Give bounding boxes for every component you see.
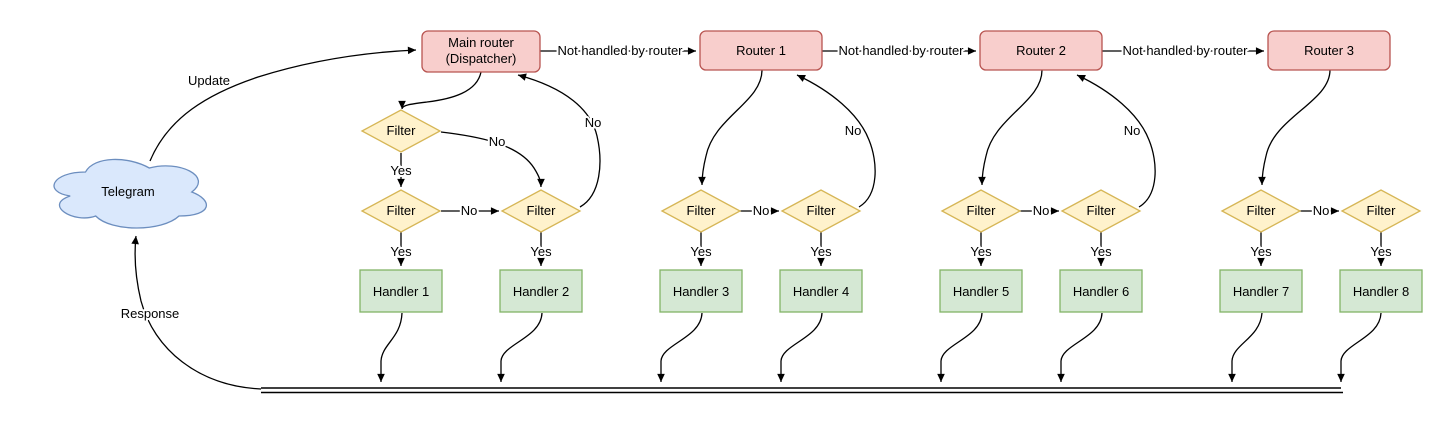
telegram-cloud	[53, 158, 208, 229]
edge-label-yes-9: Yes	[1370, 244, 1392, 259]
handler-8-node	[1339, 269, 1423, 313]
filter-3-label: Filter	[527, 203, 557, 218]
filter-node-5	[780, 189, 862, 233]
edge-handler7-bus	[1228, 312, 1263, 382]
edge-router2-filter6	[978, 69, 1043, 186]
edge-label-yes-5: Yes	[810, 244, 832, 259]
filter-7-label: Filter	[1087, 203, 1117, 218]
edges	[131, 46, 1385, 394]
main-router-label-line2: (Dispatcher)	[446, 51, 517, 66]
edge-response	[131, 235, 262, 390]
edge-label-no-4: No	[753, 203, 770, 218]
handler-1-label: Handler 1	[373, 284, 429, 299]
edge-router1-filter4	[698, 69, 763, 186]
router-3-label: Router 3	[1304, 43, 1354, 58]
handler-4-node	[779, 269, 863, 313]
router-2-label: Router 2	[1016, 43, 1066, 58]
handler-3-label: Handler 3	[673, 284, 729, 299]
filter-8-label: Filter	[1247, 203, 1277, 218]
filter-9-label: Filter	[1367, 203, 1397, 218]
edge-label-not-handled-2: Not handled by router	[838, 43, 964, 58]
edge-handler8-bus	[1337, 312, 1382, 382]
router-1-node	[699, 30, 823, 71]
filter-node-4	[660, 189, 742, 233]
edge-filter7-router2-no	[1076, 74, 1156, 208]
handler-8-label: Handler 8	[1353, 284, 1409, 299]
edge-label-not-handled-1: Not handled by router	[557, 43, 683, 58]
labels: Telegram Main router (Dispatcher) Router…	[101, 35, 1409, 323]
edge-label-no-1: No	[489, 134, 506, 149]
edge-label-yes-6: Yes	[970, 244, 992, 259]
edge-handler6-bus	[1057, 312, 1103, 382]
edge-label-no-3: No	[585, 115, 602, 130]
edge-label-yes-7: Yes	[1090, 244, 1112, 259]
router-3-node	[1267, 30, 1391, 71]
edge-label-no-7: No	[1124, 123, 1141, 138]
handler-2-label: Handler 2	[513, 284, 569, 299]
filter-4-label: Filter	[687, 203, 717, 218]
filter-node-2	[360, 189, 442, 233]
filter-node-6	[940, 189, 1022, 233]
handler-7-node	[1219, 269, 1303, 313]
edge-label-update: Update	[188, 73, 230, 88]
filter-2-label: Filter	[387, 203, 417, 218]
edge-handler4-bus	[777, 312, 823, 382]
edge-label-not-handled-3: Not handled by router	[1122, 43, 1248, 58]
handler-5-label: Handler 5	[953, 284, 1009, 299]
edge-label-yes-8: Yes	[1250, 244, 1272, 259]
telegram-label: Telegram	[101, 184, 154, 199]
main-router-node	[421, 30, 541, 73]
filter-1-label: Filter	[387, 123, 417, 138]
filter-node-8	[1220, 189, 1302, 233]
edge-label-response: Response	[121, 306, 180, 321]
edge-label-yes-4: Yes	[690, 244, 712, 259]
edge-filter3-dispatcher-no	[517, 73, 601, 208]
edge-handler3-bus	[657, 312, 703, 382]
handler-2-node	[499, 269, 583, 313]
edge-label-no-5: No	[845, 123, 862, 138]
edge-handler5-bus	[937, 312, 983, 382]
edge-label-yes-2: Yes	[390, 244, 412, 259]
handler-1-node	[359, 269, 443, 313]
nodes	[53, 30, 1423, 313]
handler-6-label: Handler 6	[1073, 284, 1129, 299]
edge-label-yes-1: Yes	[390, 163, 412, 178]
main-router-label-line1: Main router	[448, 35, 514, 50]
handler-4-label: Handler 4	[793, 284, 849, 299]
edge-label-no-2: No	[461, 203, 478, 218]
router-1-label: Router 1	[736, 43, 786, 58]
handler-3-node	[659, 269, 743, 313]
filter-node-3	[500, 189, 582, 233]
edge-label-no-6: No	[1033, 203, 1050, 218]
router-2-node	[979, 30, 1103, 71]
edge-dispatcher-filter1	[398, 71, 482, 110]
filter-node-7	[1060, 189, 1142, 233]
edge-router3-filter8	[1258, 69, 1331, 186]
edge-handler2-bus	[497, 312, 543, 382]
handler-6-node	[1059, 269, 1143, 313]
handler-7-label: Handler 7	[1233, 284, 1289, 299]
filter-5-label: Filter	[807, 203, 837, 218]
edge-filter1-filter3-no	[440, 131, 545, 188]
filter-6-label: Filter	[967, 203, 997, 218]
edge-label-no-8: No	[1313, 203, 1330, 218]
edge-label-yes-3: Yes	[530, 244, 552, 259]
filter-node-9	[1340, 189, 1422, 233]
edge-update	[149, 46, 417, 162]
edge-handler1-bus	[377, 312, 403, 382]
edge-filter5-router1-no	[796, 74, 876, 208]
handler-5-node	[939, 269, 1023, 313]
filter-node-1	[360, 109, 442, 153]
